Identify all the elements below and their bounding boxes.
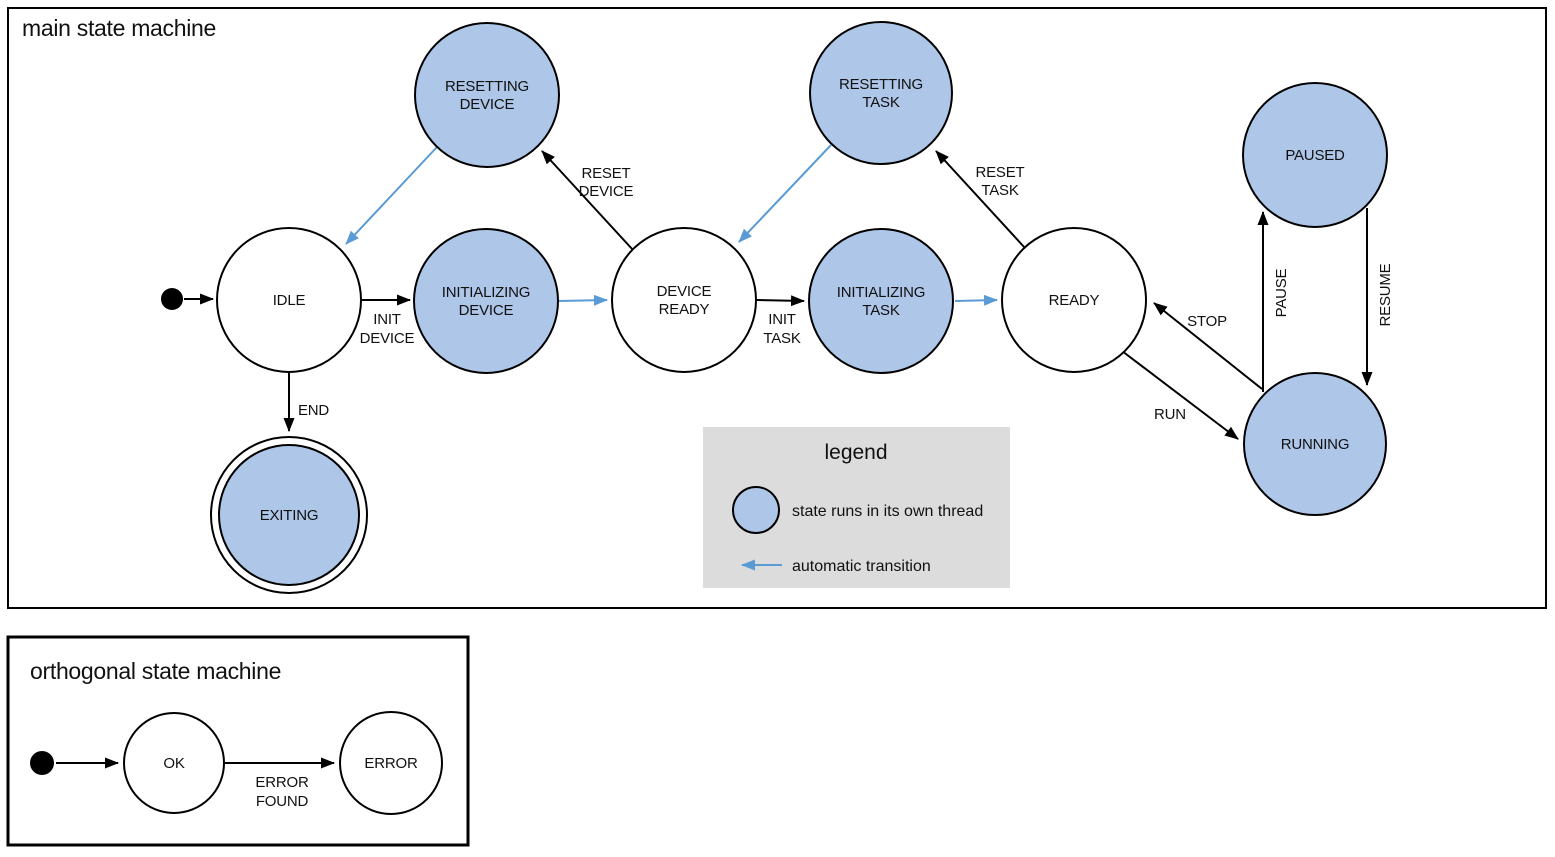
transition-reset-task-label-line2: TASK: [981, 182, 1018, 199]
transition-auto-resettask-to-deviceready-arrow: [738, 144, 832, 243]
state-resetting-task: [809, 21, 953, 165]
legend-title: legend: [824, 441, 887, 464]
state-error-label: ERROR: [364, 755, 418, 772]
transition-init-device-label-line2: DEVICE: [360, 330, 415, 347]
state-resetting-device: [414, 22, 560, 168]
transition-init-device-label-line1: INIT: [373, 311, 401, 328]
state-exiting-label: EXITING: [260, 507, 319, 524]
transition-init-task-label-line1: INIT: [768, 311, 796, 328]
state-initializing-device-label-line1: INITIALIZING: [442, 284, 530, 301]
transition-stop-label: STOP: [1187, 313, 1227, 330]
transition-run-label: RUN: [1154, 406, 1186, 423]
state-ready-label: READY: [1049, 292, 1100, 309]
state-initializing-task-label-line1: INITIALIZING: [837, 284, 925, 301]
transition-reset-task-label-line1: RESET: [975, 164, 1024, 181]
orthogonal-machine-title: orthogonal state machine: [30, 658, 281, 684]
main-machine-title: main state machine: [22, 15, 216, 41]
transition-reset-device-arrow: [541, 150, 634, 251]
transition-pause-label: PAUSE: [1273, 268, 1290, 317]
state-ok: [123, 712, 225, 814]
transition-reset-device-label-line1: RESET: [581, 165, 630, 182]
state-initializing-task: [808, 228, 954, 374]
legend-thread-state-icon: [732, 486, 780, 534]
transition-run-arrow: [1121, 350, 1239, 440]
state-idle-label: IDLE: [273, 292, 306, 309]
state-paused-label: PAUSED: [1285, 147, 1345, 164]
state-resetting-task-label-line1: RESETTING: [839, 76, 923, 93]
transition-auto-inittask-to-ready-arrow: [954, 294, 998, 306]
state-device-ready: [611, 227, 757, 373]
state-paused: [1242, 82, 1388, 228]
state-error: [339, 711, 443, 815]
transition-auto-initdevice-to-deviceready-arrow: [558, 294, 608, 306]
transition-reset-device-label-line2: DEVICE: [579, 183, 634, 200]
legend-auto-transition-label: automatic transition: [792, 558, 931, 575]
state-resetting-task-label-line2: TASK: [862, 94, 899, 111]
transition-auto-resetdevice-to-idle-arrow: [345, 146, 438, 245]
state-device-ready-label-line1: DEVICE: [657, 283, 712, 300]
transition-error-found-label-line1: ERROR: [255, 774, 309, 791]
state-ok-label: OK: [163, 755, 184, 772]
state-resetting-device-label-line1: RESETTING: [445, 78, 529, 95]
state-device-ready-label-line2: READY: [659, 301, 710, 318]
transition-stop-arrow: [1153, 302, 1263, 390]
state-ready: [1001, 227, 1147, 373]
state-initializing-device: [413, 228, 559, 374]
transition-end-label: END: [298, 402, 329, 419]
state-initializing-device-label-line2: DEVICE: [459, 302, 514, 319]
legend-thread-state-label: state runs in its own thread: [792, 503, 983, 520]
state-idle: [216, 227, 362, 373]
state-running: [1243, 372, 1387, 516]
transition-error-found-label-line2: FOUND: [256, 793, 309, 810]
main-initial-state-dot: [161, 288, 183, 310]
transition-init-task-arrow: [756, 295, 805, 307]
state-running-label: RUNNING: [1281, 436, 1350, 453]
orthogonal-initial-state-dot: [30, 751, 54, 775]
transition-reset-task-arrow: [935, 150, 1026, 249]
state-exiting: [218, 444, 360, 586]
transition-init-task-label-line2: TASK: [763, 330, 800, 347]
state-resetting-device-label-line2: DEVICE: [460, 96, 515, 113]
state-initializing-task-label-line2: TASK: [862, 302, 899, 319]
transition-resume-label: RESUME: [1377, 263, 1394, 326]
